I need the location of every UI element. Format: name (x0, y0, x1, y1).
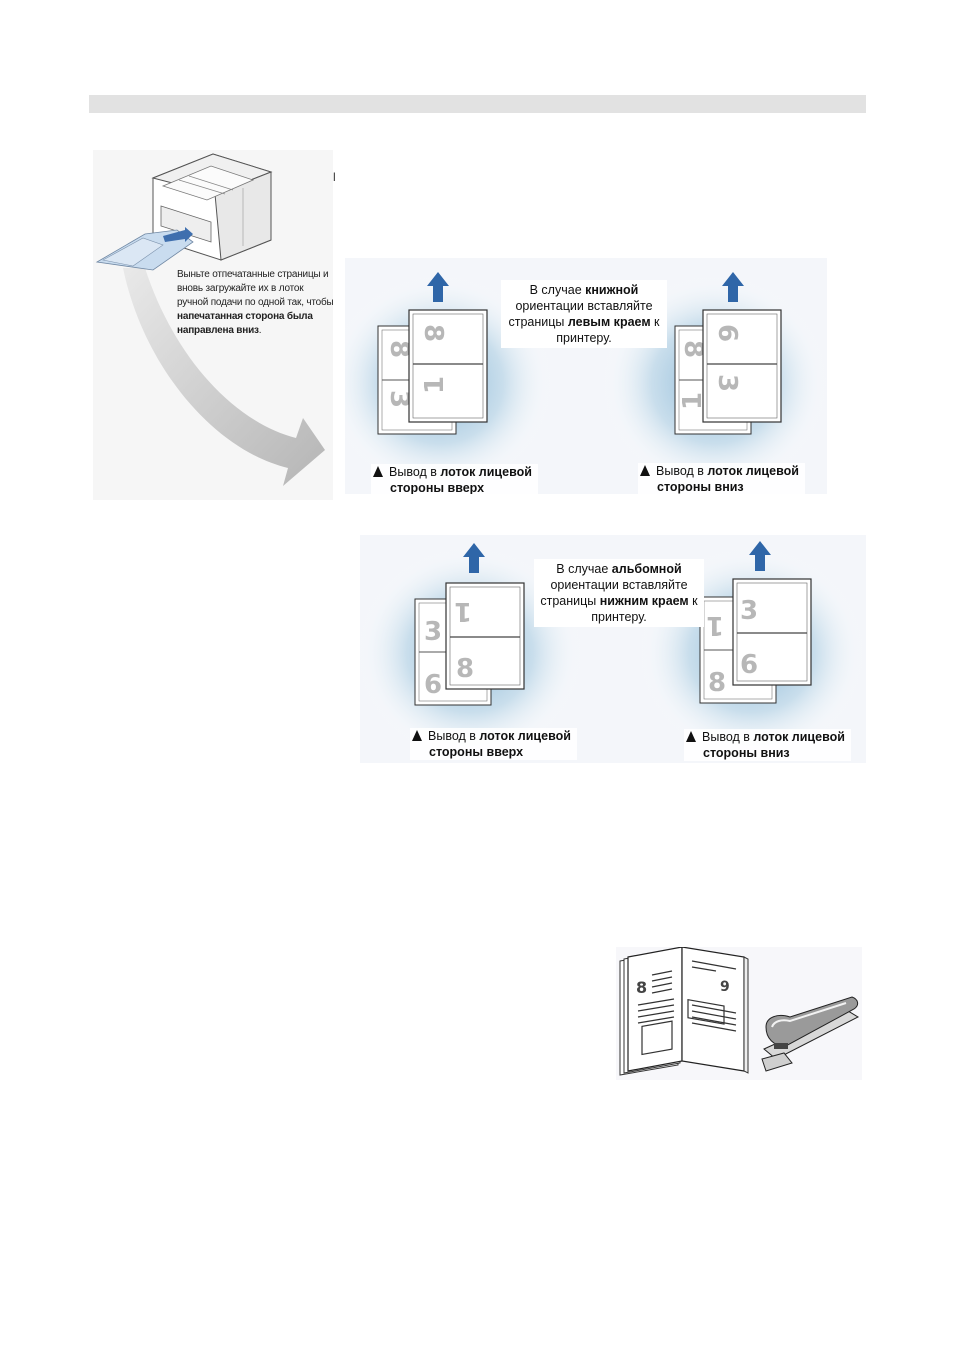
up-arrow-icon (722, 272, 744, 302)
face-up-label: Вывод в лоток лицевой стороны вверх (410, 728, 577, 760)
page-number: 8 (418, 324, 448, 342)
up-arrow-icon (427, 272, 449, 302)
booklet-stapler-illustration: 8 9 (616, 947, 862, 1080)
booklet-art: 8 9 (619, 947, 860, 1076)
page-number: 3 (740, 596, 758, 626)
page-number: 1 (678, 392, 708, 410)
caption-bold: напечатанная сторона была направлена вни… (177, 311, 313, 336)
face-down-label: Вывод в лоток лицевой стороны вниз (684, 729, 851, 761)
page-number: 8 (708, 668, 726, 698)
page-number: 8 (384, 340, 414, 358)
face-up-label: Вывод в лоток лицевой стороны вверх (371, 464, 538, 494)
portrait-note: В случае книжной ориентации вставляйте с… (501, 280, 667, 348)
page-number: 3 (712, 374, 742, 392)
page-number: 9 (720, 979, 730, 995)
page-number: 1 (706, 610, 724, 640)
triangle-icon (640, 465, 650, 476)
landscape-orientation-diagram: 3 6 1 8 1 8 3 6 В случае альбомной ориен… (360, 535, 866, 763)
page-number: 8 (456, 654, 474, 684)
triangle-icon (412, 730, 422, 741)
page-number: 8 (636, 978, 647, 997)
up-arrow-icon (749, 541, 771, 571)
curved-arrow-icon (123, 268, 325, 486)
page-number: 3 (384, 390, 414, 408)
portrait-diagram-art: 8 3 8 1 8 1 6 3 (345, 258, 827, 494)
landscape-diagram-art: 3 6 1 8 1 8 3 6 (360, 535, 866, 763)
caption-end: . (258, 325, 262, 336)
face-down-label: Вывод в лоток лицевой стороны вниз (638, 463, 805, 494)
caption-text: Выньте отпечатанные страницы и вновь заг… (177, 269, 333, 308)
page-number: 8 (678, 340, 708, 358)
triangle-icon (686, 731, 696, 742)
insert-arrow-icon (163, 227, 193, 242)
printer-caption: Выньте отпечатанные страницы и вновь заг… (177, 268, 333, 338)
up-arrow-icon (463, 543, 485, 573)
page-number: 1 (420, 376, 450, 394)
printer-reload-illustration: Выньте отпечатанные страницы и вновь заг… (93, 150, 333, 500)
triangle-icon (373, 466, 383, 477)
page-number: 6 (424, 670, 442, 700)
page-number: 1 (454, 596, 472, 626)
portrait-orientation-diagram: 8 3 8 1 8 1 6 3 В случае книжной ориента… (345, 258, 827, 494)
landscape-note: В случае альбомной ориентации вставляйте… (534, 559, 704, 627)
page-number: 6 (712, 324, 742, 342)
header-bar (89, 95, 866, 113)
page-number: 6 (740, 650, 758, 680)
page-number: 3 (424, 617, 442, 647)
printer-drawing (95, 153, 325, 486)
cut-off-text: l (333, 170, 336, 184)
